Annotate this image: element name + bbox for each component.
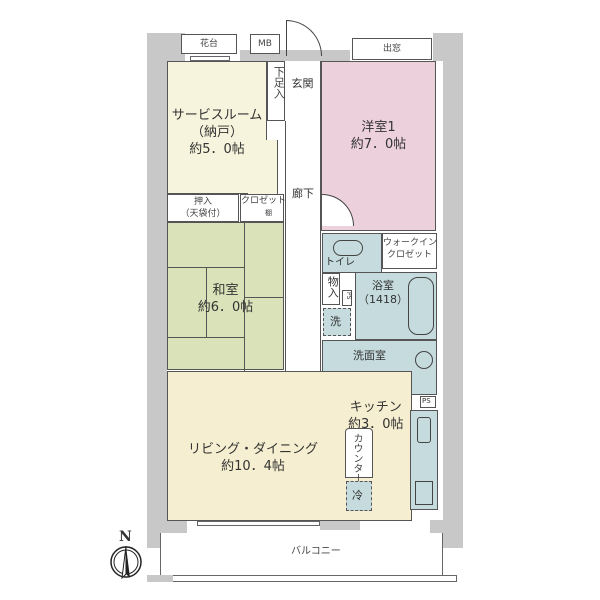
japanese-room-label: 和室 約6．0帖 [168,283,283,317]
entrance-door[interactable] [286,20,322,56]
wic-line2: クロゼット [386,249,432,260]
counter: カウンター [345,428,373,483]
oshiire-sub: （天袋付） [180,208,226,219]
japanese-room-size: 約6．0帖 [197,299,254,315]
entrance[interactable]: 玄関 [285,61,321,121]
oshiire-name: 押入 [193,197,212,207]
service-room-label: サービスルーム （納戸） 約5．0帖 [168,108,266,159]
balcony-label: バルコニー [291,546,341,557]
oshiire-closet[interactable]: 押入 （天袋付） [167,194,239,222]
japanese-room[interactable]: 和室 約6．0帖 [167,222,284,371]
kitchen-ps: PS [420,396,436,408]
sink-icon [415,351,433,369]
closet-shelf-label: 棚 [265,209,272,217]
kitchen-name: キッチン [349,400,402,415]
closet[interactable]: クロゼット 棚 [240,194,287,222]
compass-icon [110,545,142,580]
bay-window-label: 出窓 [382,44,401,54]
storage[interactable]: 物入 [322,273,340,305]
closet-label: クロゼット [241,196,287,206]
washroom-label: 洗面室 [353,349,386,362]
toilet-bowl-icon [333,240,363,256]
fridge-label: 冷 [352,489,363,502]
ps-label: PS [344,292,352,300]
outer-wall-bottom-mid [320,520,360,530]
living-dining[interactable]: リビング・ダイニング 約10．4帖 キッチン 約3．0帖 [167,371,412,521]
japanese-room-name: 和室 [212,283,239,298]
pipe-space: PS [342,290,352,306]
living-dining-size: 約10．4帖 [221,458,285,474]
tatami-line-h3 [244,297,284,298]
oshiire-label: 押入 （天袋付） [168,197,238,220]
north-label: N [119,529,132,545]
bathroom[interactable]: 浴室 （1418） [355,272,437,340]
bay-window: 出窓 [352,38,432,60]
tatami-line-v2 [206,267,207,337]
western-room-label: 洋室1 約7．0帖 [322,120,435,154]
living-dining-name: リビング・ダイニング [188,442,319,457]
bathroom-name: 浴室 [372,279,394,292]
entrance-label: 玄関 [291,77,314,90]
window-service [190,56,230,61]
walk-in-closet-label: ウォークイン クロゼット [383,238,438,261]
service-room-notch [248,140,278,194]
mb-label: MB [258,39,272,49]
shoe-box-label: 下足入 [272,66,286,99]
toilet-label: トイレ [325,257,355,268]
service-room-name: サービスルーム [171,108,263,123]
service-room-sub: （納戸） [190,124,243,140]
washer-label: 洗 [330,315,341,328]
wic-line1: ウォークイン [383,238,438,248]
window-living [197,521,320,526]
flower-bed-label: 花台 [199,39,218,49]
stove-icon [415,481,433,505]
fridge-space: 冷 [346,481,372,511]
tatami-line-h2 [168,337,244,338]
sink-basin-icon [417,417,431,443]
toilet[interactable]: トイレ [322,233,382,273]
hallway[interactable]: 廊下 [285,121,321,371]
washer-space[interactable]: 洗 [323,308,351,336]
balcony[interactable]: バルコニー [160,533,443,575]
kitchen-counter[interactable] [410,410,438,510]
hallway-label: 廊下 [292,187,314,200]
counter-label: カウンター [351,433,362,483]
bathroom-sub: （1418） [358,293,408,307]
walk-in-closet[interactable]: ウォークイン クロゼット [382,233,437,269]
bathtub-icon [408,277,434,335]
flower-bed: 花台 [181,34,237,54]
balcony-rail [147,575,457,582]
kitchen-ps-label: PS [422,397,431,405]
living-dining-label: リビング・ダイニング 約10．4帖 [188,442,318,476]
service-room-size: 約5．0帖 [189,141,245,157]
bathroom-label: 浴室 （1418） [358,279,408,308]
outer-wall-left [147,33,167,533]
north-compass: N [108,528,144,580]
outer-wall-right [443,33,463,533]
shoe-box[interactable]: 下足入 [267,61,285,121]
western-room-name: 洋室1 [361,120,396,135]
western-room-size: 約7．0帖 [350,136,407,152]
balcony-rail-end [147,575,173,582]
meter-box[interactable]: MB [250,34,280,54]
storage-label: 物入 [326,276,340,298]
